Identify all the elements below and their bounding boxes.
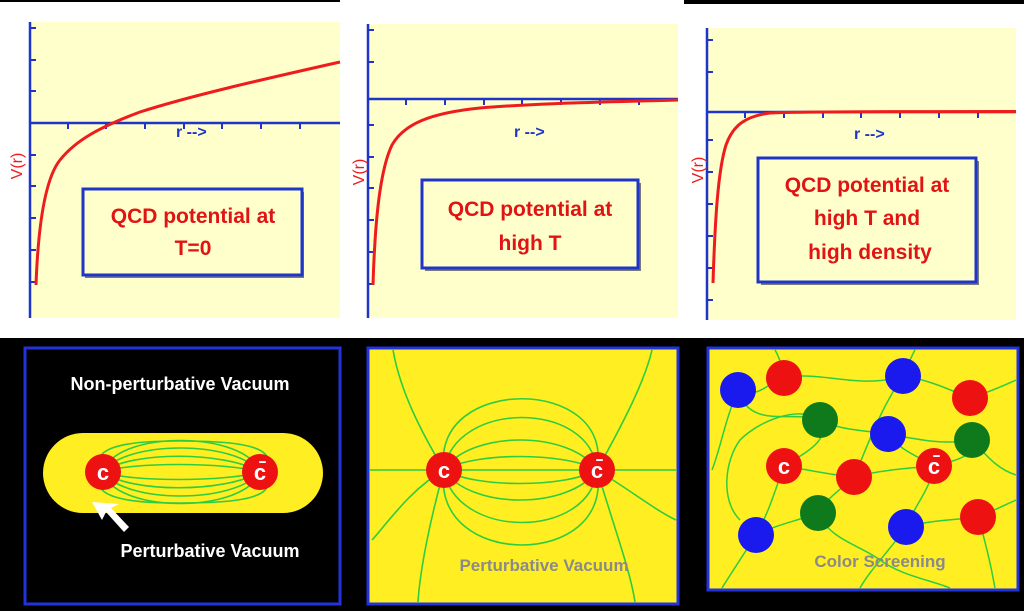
y-axis-ticks (30, 27, 36, 283)
antiquark-c (916, 448, 952, 484)
antiquark-c (242, 454, 278, 490)
antiquark-label: c̄ (591, 458, 604, 483)
quark-label: c (778, 454, 790, 479)
blue-charge (870, 416, 906, 452)
caption-box (81, 187, 304, 277)
quark-c (85, 454, 121, 490)
color-charges (720, 358, 996, 553)
pointer-arrow-icon (92, 502, 129, 532)
green-charge (800, 495, 836, 531)
quark-label: c (438, 458, 450, 483)
quark-label: c (97, 460, 109, 485)
potential-plot-high-t: r --> V(r) QCD potential at high T (351, 24, 679, 318)
antiquark-label: c̄ (928, 454, 941, 479)
dipole-field-panel: Perturbative Vacuum c c̄ (366, 346, 680, 606)
perturbative-label: Perturbative Vacuum (120, 541, 299, 561)
caption-line-2: high T and (814, 207, 920, 230)
red-charge (960, 499, 996, 535)
panel-frame (366, 346, 680, 606)
blue-charge (738, 517, 774, 553)
potential-curve (34, 60, 341, 286)
green-charge (802, 402, 838, 438)
red-charge (766, 360, 802, 396)
y-axis-ticks (707, 39, 713, 301)
caption-line-1: QCD potential at (111, 205, 276, 228)
red-charge (836, 459, 872, 495)
caption-line-1: QCD potential at (785, 174, 950, 197)
quark-c (766, 448, 802, 484)
plot-background (367, 24, 678, 318)
screening-label: Color Screening (814, 552, 945, 571)
x-axis-label: r --> (514, 124, 545, 141)
y-axis-label: V(r) (351, 159, 368, 186)
color-screening-panel: Color Screening c c̄ (706, 346, 1020, 592)
green-charge (954, 422, 990, 458)
blue-charge (888, 509, 924, 545)
perturbative-label: Perturbative Vacuum (459, 556, 628, 575)
caption-line-1: QCD potential at (448, 198, 613, 221)
potential-plot-high-t-density: r --> V(r) QCD potential at high T and h… (690, 28, 1017, 320)
potential-plot-t0: r --> V(r) QCD potential at T=0 (9, 22, 341, 318)
caption-line-2: high T (499, 232, 562, 255)
potential-curve (371, 98, 679, 286)
perturbative-bag (43, 433, 323, 513)
x-axis-label: r --> (176, 124, 207, 141)
y-axis-label: V(r) (690, 157, 707, 184)
x-axis-ticks (67, 123, 301, 129)
caption-line-3: high density (808, 241, 932, 264)
flux-tube-panel: Non-perturbative Vacuum Perturbative Vac… (23, 346, 342, 606)
blue-charge (720, 372, 756, 408)
red-charge (952, 380, 988, 416)
blue-charge (885, 358, 921, 394)
vacuum-title: Non-perturbative Vacuum (70, 374, 289, 394)
y-axis-label: V(r) (9, 153, 26, 180)
x-axis-label: r --> (854, 126, 885, 143)
caption-line-2: T=0 (175, 237, 212, 260)
antiquark-c (579, 452, 615, 488)
quark-c (426, 452, 462, 488)
caption-box (420, 178, 640, 270)
potential-curve (711, 110, 1017, 284)
caption-box (756, 156, 978, 284)
antiquark-label: c̄ (254, 460, 267, 485)
